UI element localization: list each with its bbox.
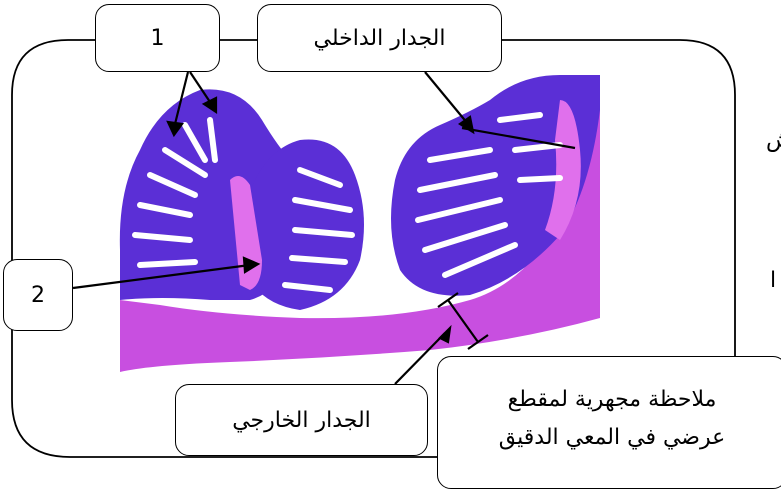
edge-char-top: ش [766, 128, 781, 153]
outer-wall-label-text: الجدار الخارجي [232, 408, 371, 433]
label-1-box: 1 [95, 4, 220, 72]
edge-char-bottom: ا [770, 268, 776, 293]
caption-box: ملاحظة مجهرية لمقطع عرضي في المعي الدقيق [437, 356, 781, 489]
inner-wall-label-box: الجدار الداخلي [257, 4, 502, 72]
arrow-inner [425, 72, 468, 124]
caption-line-1: ملاحظة مجهرية لمقطع [508, 381, 717, 419]
micrograph [120, 75, 600, 372]
inner-wall-label-text: الجدار الداخلي [314, 26, 446, 51]
caption-line-2: عرضي في المعي الدقيق [499, 419, 725, 457]
outer-wall-label-box: الجدار الخارجي [175, 384, 428, 456]
label-1-text: 1 [151, 26, 165, 51]
label-2-text: 2 [31, 283, 45, 308]
label-2-box: 2 [3, 259, 73, 331]
